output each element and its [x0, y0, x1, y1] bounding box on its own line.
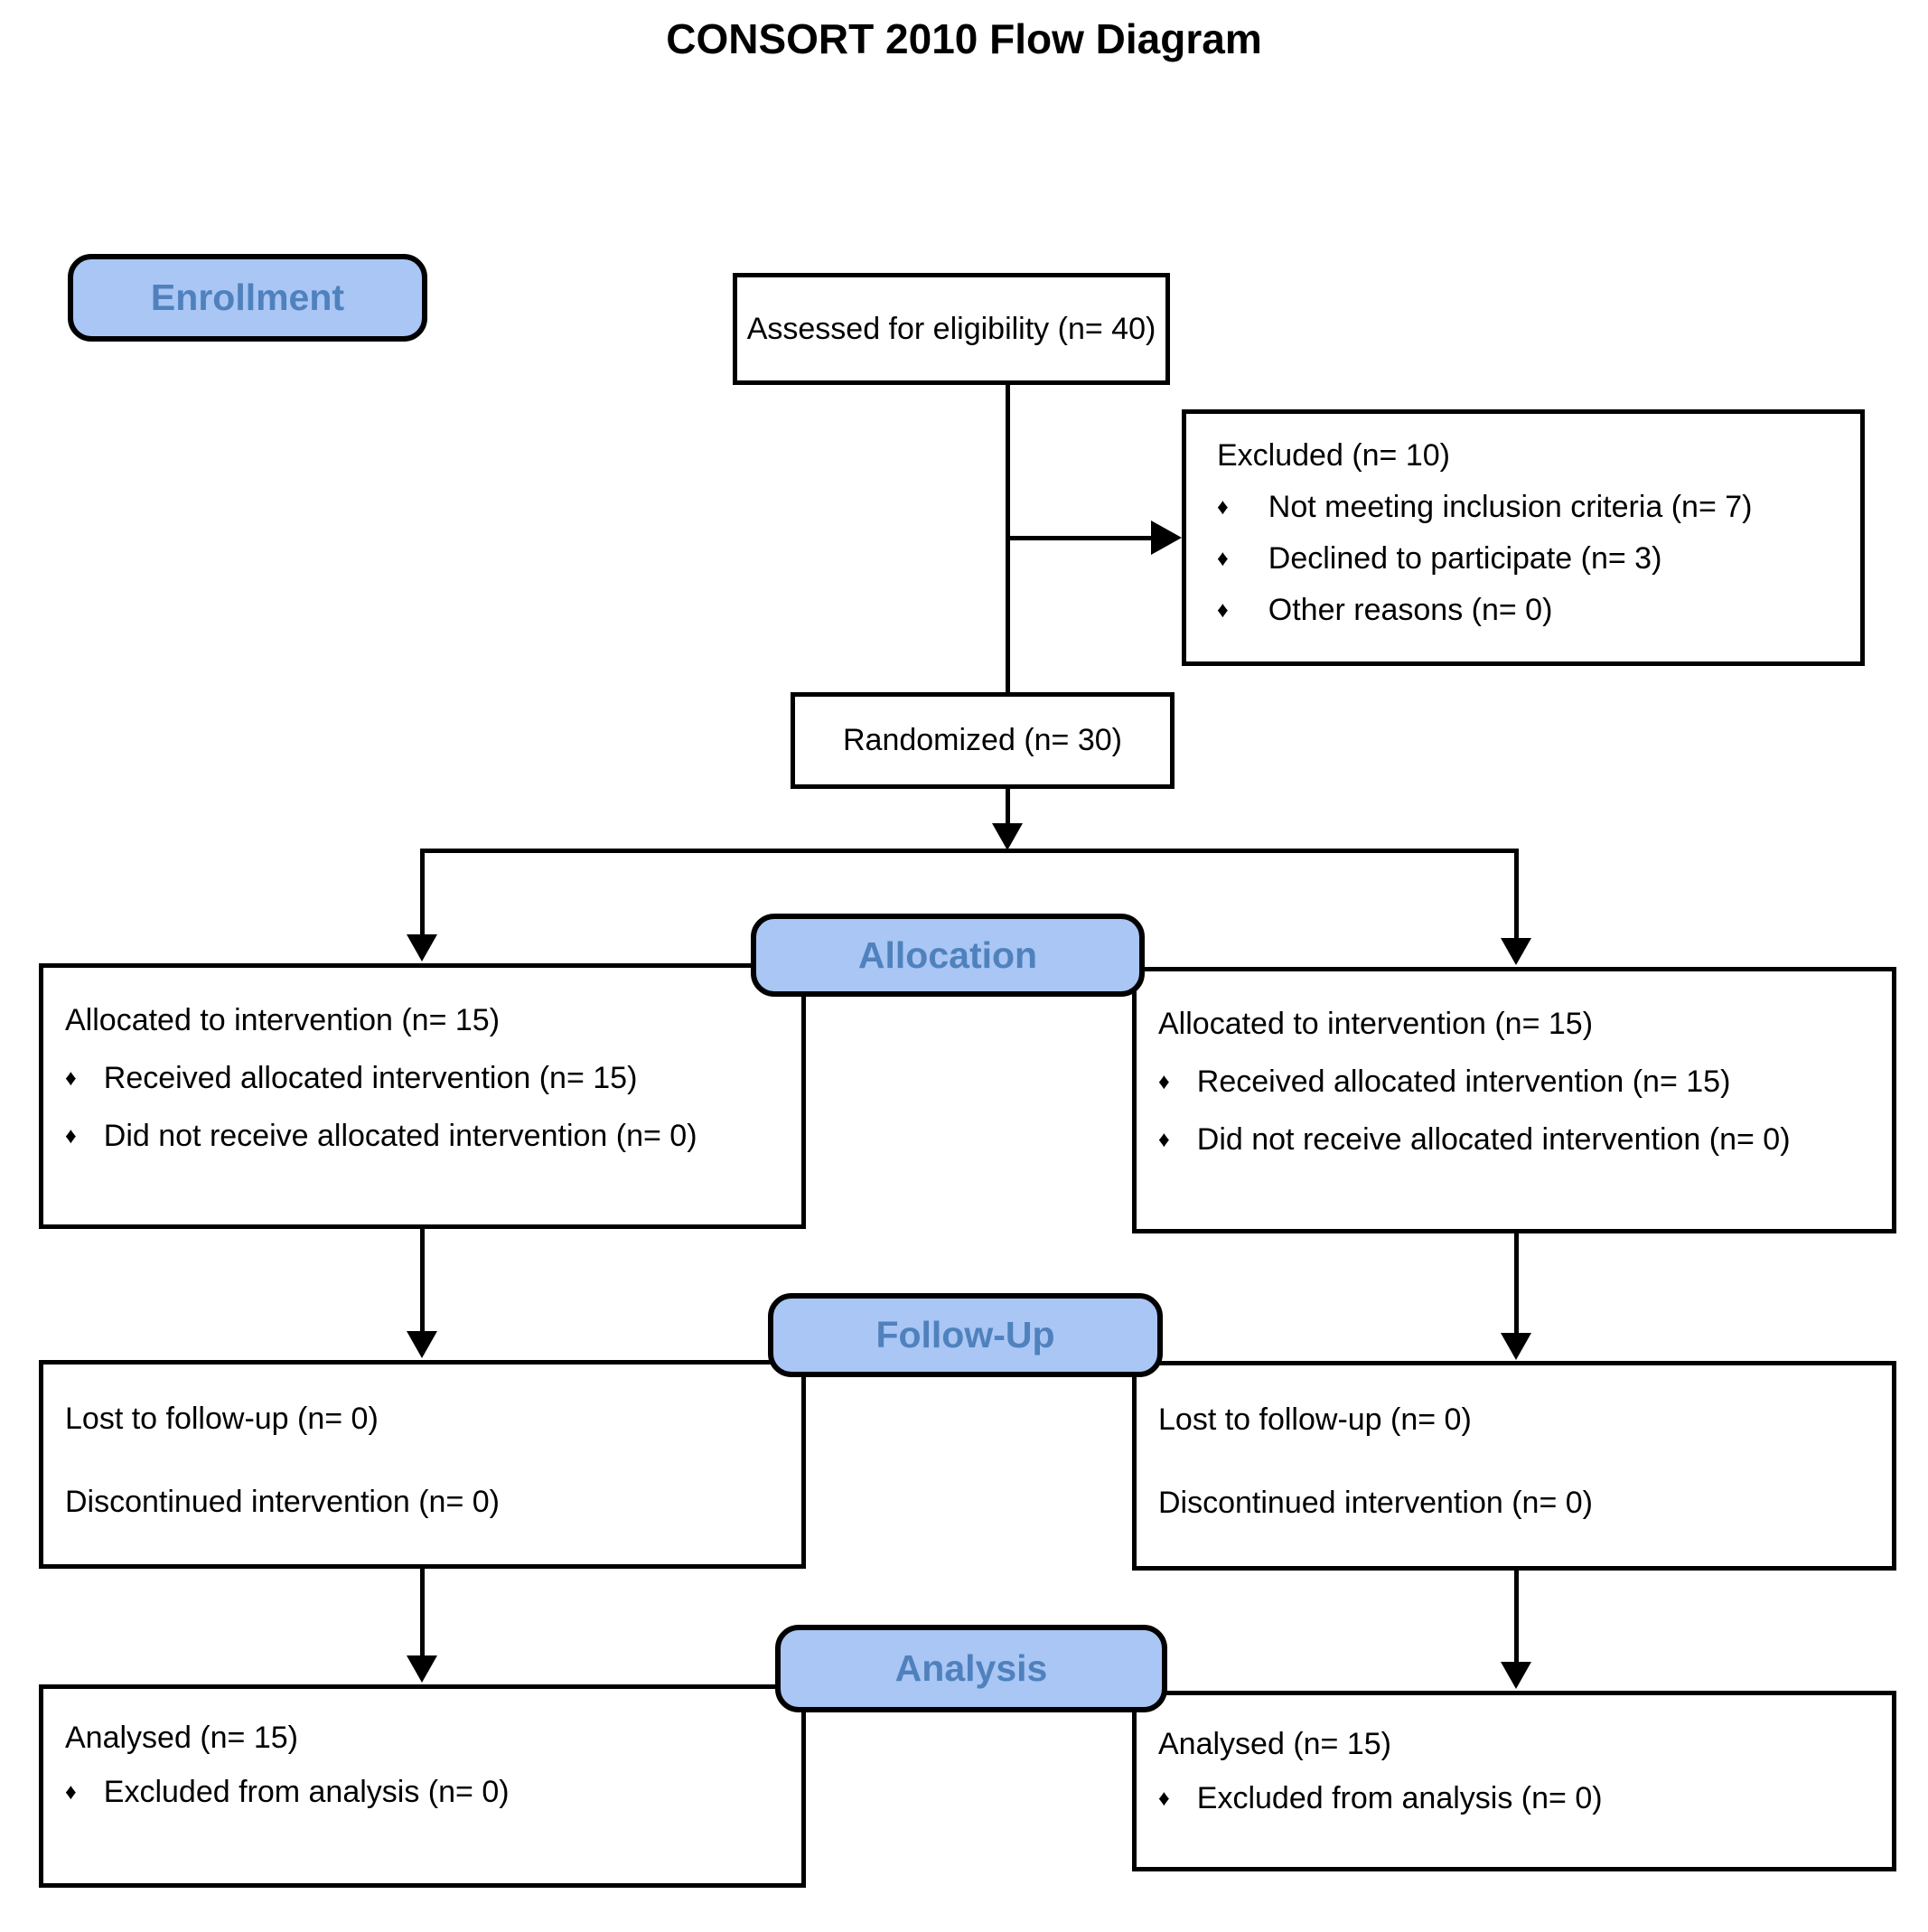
followup-line: Lost to follow-up (n= 0): [65, 1402, 379, 1436]
allocation-bullet-text: Received allocated intervention (n= 15): [103, 1061, 638, 1096]
excluded-box: Excluded (n= 10) ♦ Not meeting inclusion…: [1182, 409, 1865, 666]
allocation-bullet-item: ♦ Did not receive allocated intervention…: [65, 1118, 785, 1154]
diagram-title: CONSORT 2010 Flow Diagram: [666, 15, 1262, 62]
allocation-bullet-item: ♦ Did not receive allocated intervention…: [1158, 1121, 1876, 1158]
followup-line: Lost to follow-up (n= 0): [1158, 1402, 1472, 1437]
assessed-box: Assessed for eligibility (n= 40): [733, 273, 1170, 385]
stage-pill-followup: Follow-Up: [768, 1293, 1163, 1377]
followup-line: Discontinued intervention (n= 0): [65, 1485, 500, 1520]
connector-branch-to-allocation-right: [1514, 849, 1519, 938]
followup-right-box: Lost to follow-up (n= 0) Discontinued in…: [1132, 1361, 1896, 1571]
excluded-bullet-text: Not meeting inclusion criteria (n= 7): [1268, 490, 1753, 525]
arrowhead-down-icon: [1501, 1333, 1531, 1360]
arrowhead-down-icon: [407, 934, 437, 961]
arrowhead-down-icon: [407, 1331, 437, 1358]
allocation-bullet-item: ♦ Received allocated intervention (n= 15…: [1158, 1064, 1876, 1100]
analysis-left-box: Analysed (n= 15) ♦ Excluded from analysi…: [39, 1684, 806, 1888]
connector-randomized-to-branch: [1006, 787, 1010, 827]
allocation-bullet-text: Did not receive allocated intervention (…: [1196, 1122, 1791, 1158]
bullet-icon: ♦: [1158, 1126, 1170, 1152]
arrowhead-down-icon: [407, 1655, 437, 1683]
bullet-icon: ♦: [65, 1064, 77, 1091]
analysis-bullet-item: ♦ Excluded from analysis (n= 0): [65, 1774, 785, 1810]
allocation-bullet-item: ♦ Received allocated intervention (n= 15…: [65, 1060, 785, 1096]
connector-allocation-to-followup-right: [1514, 1232, 1519, 1333]
bullet-icon: ♦: [1158, 1068, 1170, 1094]
stage-pill-analysis: Analysis: [775, 1625, 1167, 1712]
bullet-icon: ♦: [65, 1778, 77, 1805]
stage-label-allocation: Allocation: [857, 933, 1038, 976]
bullet-icon: ♦: [1158, 1785, 1170, 1811]
followup-line: Discontinued intervention (n= 0): [1158, 1486, 1593, 1521]
connector-to-excluded: [1006, 536, 1151, 540]
connector-followup-to-analysis-left: [420, 1567, 425, 1655]
randomized-box: Randomized (n= 30): [791, 692, 1175, 789]
analysis-left-title: Analysed (n= 15): [65, 1721, 298, 1755]
excluded-bullet-item: ♦ Declined to participate (n= 3): [1217, 540, 1844, 577]
stage-label-analysis: Analysis: [894, 1647, 1048, 1689]
analysis-right-title: Analysed (n= 15): [1158, 1727, 1391, 1761]
allocation-bullet-text: Did not receive allocated intervention (…: [103, 1119, 697, 1154]
excluded-bullet-item: ♦ Other reasons (n= 0): [1217, 592, 1844, 628]
allocation-right-box: Allocated to intervention (n= 15) ♦ Rece…: [1132, 967, 1896, 1233]
allocation-right-title: Allocated to intervention (n= 15): [1158, 1007, 1594, 1041]
excluded-title: Excluded (n= 10): [1217, 438, 1450, 473]
bullet-icon: ♦: [1217, 545, 1229, 571]
arrowhead-down-icon: [1501, 1662, 1531, 1689]
allocation-left-box: Allocated to intervention (n= 15) ♦ Rece…: [39, 963, 806, 1229]
branch-line: [420, 849, 1519, 853]
analysis-right-box: Analysed (n= 15) ♦ Excluded from analysi…: [1132, 1691, 1896, 1871]
excluded-bullet-text: Other reasons (n= 0): [1268, 593, 1553, 628]
stage-label-enrollment: Enrollment: [150, 277, 345, 318]
analysis-bullet-text: Excluded from analysis (n= 0): [103, 1775, 510, 1810]
analysis-bullet-text: Excluded from analysis (n= 0): [1196, 1781, 1603, 1816]
allocation-left-title: Allocated to intervention (n= 15): [65, 1003, 501, 1037]
bullet-icon: ♦: [65, 1122, 77, 1149]
assessed-text: Assessed for eligibility (n= 40): [746, 311, 1156, 346]
connector-allocation-to-followup-left: [420, 1227, 425, 1331]
arrowhead-right-icon: [1151, 521, 1182, 555]
followup-left-box: Lost to follow-up (n= 0) Discontinued in…: [39, 1360, 806, 1569]
arrowhead-down-icon: [992, 823, 1023, 850]
connector-branch-to-allocation-left: [420, 849, 425, 934]
stage-label-followup: Follow-Up: [875, 1314, 1055, 1355]
excluded-bullet-item: ♦ Not meeting inclusion criteria (n= 7): [1217, 489, 1844, 525]
stage-pill-allocation: Allocation: [751, 914, 1145, 997]
arrowhead-down-icon: [1501, 938, 1531, 965]
analysis-bullet-item: ♦ Excluded from analysis (n= 0): [1158, 1780, 1876, 1816]
allocation-bullet-text: Received allocated intervention (n= 15): [1196, 1064, 1731, 1100]
connector-followup-to-analysis-right: [1514, 1569, 1519, 1662]
randomized-text: Randomized (n= 30): [842, 723, 1122, 758]
stage-pill-enrollment: Enrollment: [68, 254, 427, 342]
excluded-bullet-text: Declined to participate (n= 3): [1268, 541, 1662, 577]
bullet-icon: ♦: [1217, 596, 1229, 623]
bullet-icon: ♦: [1217, 493, 1229, 520]
